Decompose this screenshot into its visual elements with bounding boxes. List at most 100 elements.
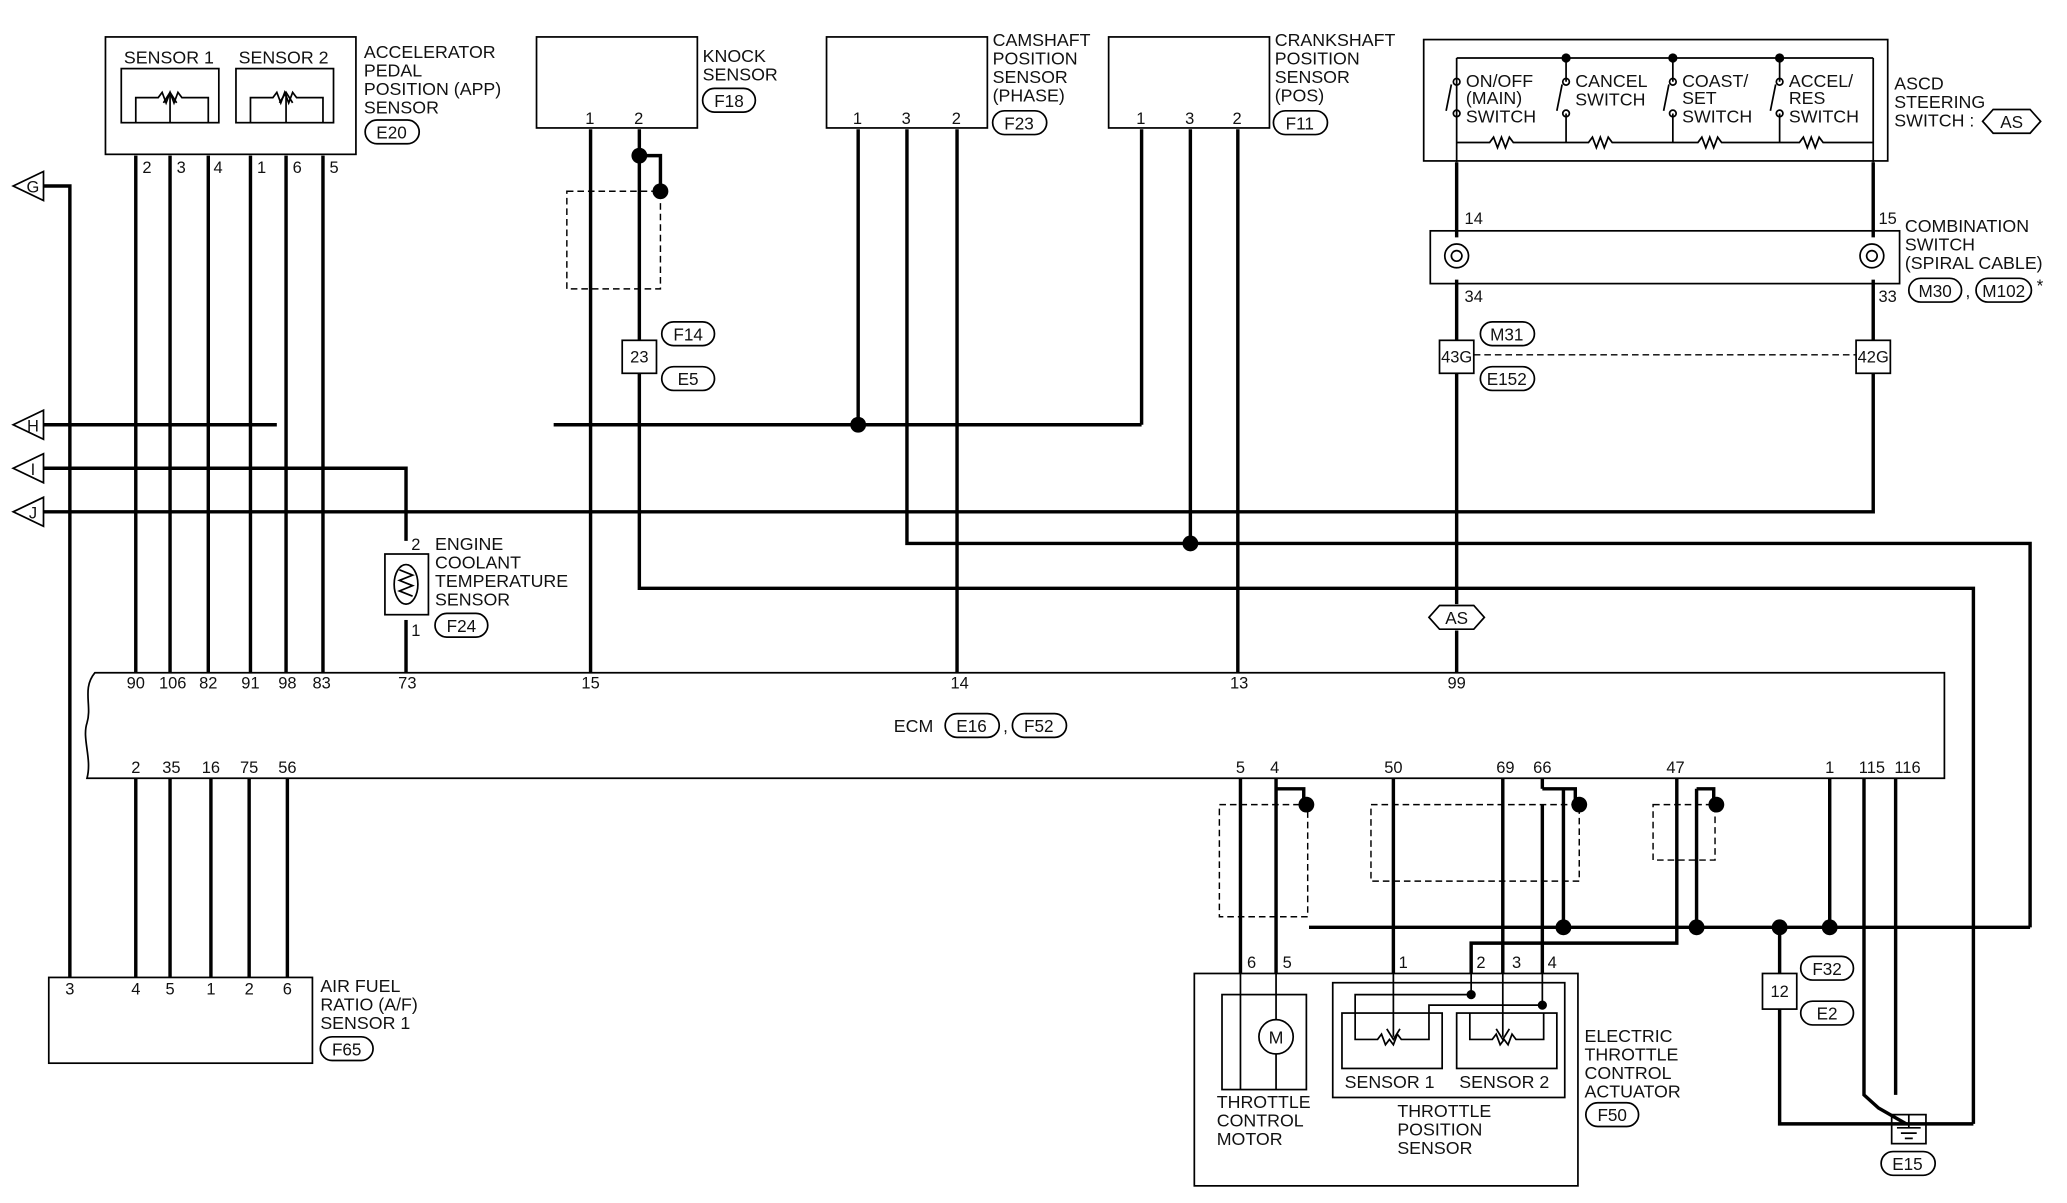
app-title-4: SENSOR (364, 97, 439, 117)
knock-pin: 1 (585, 110, 594, 128)
ecm-bottom-pin: 69 (1496, 759, 1514, 777)
motor-label-1: THROTTLE (1217, 1092, 1311, 1112)
ascd-title-1: ASCD (1894, 74, 1943, 94)
crank-connector: F11 (1286, 113, 1314, 133)
app-pin: 5 (330, 159, 339, 177)
ascd-sw1-line2: (MAIN) (1466, 88, 1522, 108)
throttle-actuator: M 6 5 THROTTLE CONTROL MOTOR 1 2 3 4 SEN… (1193, 954, 1681, 1187)
tps-pin: 4 (1548, 954, 1557, 972)
ecm-label: ECM (894, 716, 934, 736)
shield-lines (566, 190, 1859, 918)
ecm-top-pin: 73 (398, 675, 416, 693)
cam-pin: 1 (853, 110, 862, 128)
tps-pin: 2 (1476, 954, 1485, 972)
knock-connector: F18 (714, 91, 744, 111)
knock-title-1: KNOCK (703, 46, 766, 66)
motor-label-3: MOTOR (1217, 1129, 1283, 1149)
actuator-label-3: CONTROL (1585, 1063, 1672, 1083)
coolant-title-1: ENGINE (435, 534, 503, 554)
crank-pin: 3 (1185, 110, 1194, 128)
combo-asterisk: * (2037, 276, 2044, 296)
ascd-ref-tag: AS (2000, 112, 2023, 132)
tps-pin: 3 (1512, 954, 1521, 972)
app-sensor1-label: SENSOR 1 (124, 47, 214, 67)
offpage-i: I (31, 461, 36, 479)
camshaft-sensor: CAMSHAFT POSITION SENSOR (PHASE) F23 1 3… (825, 30, 1091, 136)
tps-label-1: THROTTLE (1397, 1101, 1491, 1121)
offpage-g: G (27, 179, 40, 197)
coolant-pin: 2 (411, 536, 420, 554)
ascd-sw3-line1: COAST/ (1682, 71, 1748, 91)
ecm-top-pin: 90 (127, 675, 145, 693)
ascd-sw3-line2: SET (1682, 88, 1717, 108)
crank-pin: 2 (1233, 110, 1242, 128)
actuator-label-4: ACTUATOR (1585, 1081, 1681, 1101)
ecm-bottom-pin: 115 (1859, 759, 1885, 777)
offpage-h: H (27, 417, 39, 435)
cam-pin: 2 (952, 110, 961, 128)
af-pin: 2 (245, 981, 254, 999)
combo-pin: 15 (1878, 210, 1896, 228)
ecm-connector-sep: , (1003, 716, 1008, 736)
ecm-connector-1: E16 (956, 716, 986, 736)
combo-title-2: SWITCH (1905, 235, 1975, 255)
cam-title-2: POSITION (993, 49, 1078, 69)
offpage-j: J (29, 504, 37, 522)
ground-joint-pin: 12 (1770, 983, 1788, 1001)
ascd-sw2-line1: CANCEL (1575, 71, 1647, 91)
knock-title-2: SENSOR (703, 64, 778, 84)
coolant-connector: F24 (447, 616, 477, 636)
af-pin: 1 (206, 981, 215, 999)
coolant-title-3: TEMPERATURE (435, 571, 568, 591)
motor-symbol: M (1269, 1027, 1284, 1047)
crank-title-1: CRANKSHAFT (1275, 30, 1396, 50)
actuator-connector: F50 (1597, 1105, 1627, 1125)
crank-pin: 1 (1136, 110, 1145, 128)
ecm-top-pin: 14 (951, 675, 969, 693)
ground-section: 12 F32 E2 E15 (1761, 955, 1937, 1177)
cam-title-3: SENSOR (993, 67, 1068, 87)
ascd-title-3: SWITCH : (1894, 111, 1974, 131)
tps-sensor2-label: SENSOR 2 (1459, 1072, 1549, 1092)
ecm-bottom-pin: 56 (278, 759, 296, 777)
ascd-title-2: STEERING (1894, 92, 1985, 112)
ecm-top-pin: 82 (199, 675, 217, 693)
ascd-sw1-line1: ON/OFF (1466, 71, 1533, 91)
af-title-3: SENSOR 1 (320, 1013, 410, 1033)
ecm-bottom-pin: 50 (1384, 759, 1402, 777)
ecm-top-pin: 15 (581, 675, 599, 693)
ecm-bottom-pin: 2 (131, 759, 140, 777)
knock-joint-conn-2: E5 (678, 369, 699, 389)
motor-label-2: CONTROL (1217, 1110, 1304, 1130)
offpage-connectors: G H I J AS (11, 170, 1486, 631)
cam-title-1: CAMSHAFT (993, 30, 1091, 50)
ecm-top-pin: 106 (159, 675, 186, 693)
combo-pin: 14 (1465, 210, 1483, 228)
af-connector: F65 (332, 1039, 362, 1059)
combo-connector-2: M102 (1982, 281, 2025, 301)
tps-pin: 1 (1399, 954, 1408, 972)
af-title-1: AIR FUEL (320, 976, 400, 996)
coolant-title-2: COOLANT (435, 553, 521, 573)
cam-connector: F23 (1004, 113, 1034, 133)
app-pin: 3 (177, 159, 186, 177)
tps-sensor1-label: SENSOR 1 (1345, 1072, 1435, 1092)
app-title-3: POSITION (APP) (364, 79, 501, 99)
coolant-title-4: SENSOR (435, 589, 510, 609)
af-pin: 3 (65, 981, 74, 999)
crank-title-4: (POS) (1275, 86, 1324, 106)
ascd-sw3-line3: SWITCH (1682, 107, 1752, 127)
ground-connector: E15 (1892, 1154, 1922, 1174)
ecm-top-pin: 83 (312, 675, 330, 693)
ascd-sw1-line3: SWITCH (1466, 107, 1536, 127)
combo-connector-sep: , (1965, 281, 1970, 301)
af-sensor: 3 4 5 1 2 6 AIR FUEL RATIO (A/F) SENSOR … (47, 976, 418, 1065)
ecm-bottom-pin: 16 (202, 759, 220, 777)
ecm-top-pin: 91 (241, 675, 259, 693)
junction-dots (631, 147, 1838, 936)
motor-pin: 6 (1247, 954, 1256, 972)
knock-joint-conn-1: F14 (673, 324, 703, 344)
ascd-sw4-line3: SWITCH (1789, 107, 1859, 127)
ecm-bottom-pin: 4 (1270, 759, 1279, 777)
